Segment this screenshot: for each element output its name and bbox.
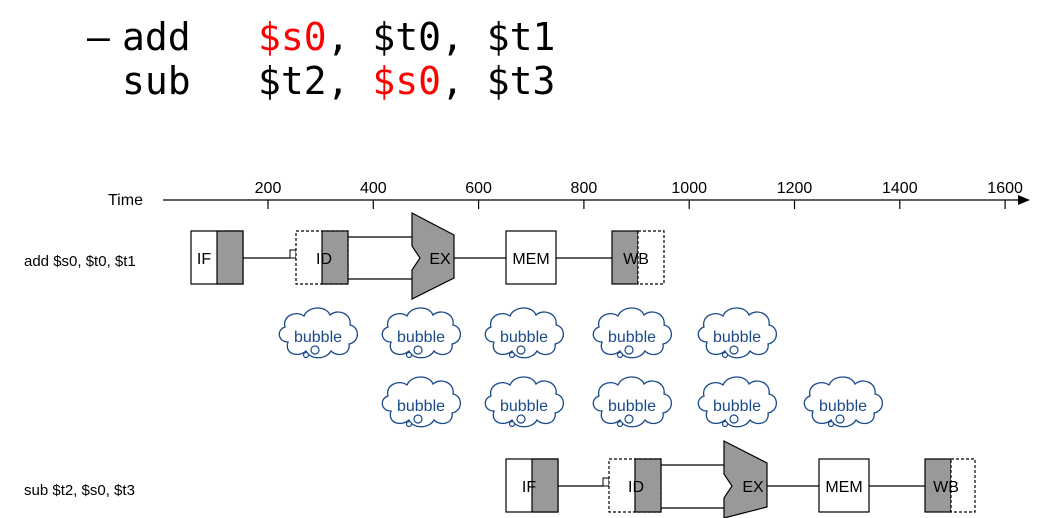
bubble-label: bubble — [819, 398, 867, 415]
bubble-label: bubble — [713, 329, 761, 346]
time-tick-label: 600 — [465, 180, 492, 197]
bubble-icon: bubble — [381, 376, 462, 428]
stage-id-sub: ID — [608, 458, 662, 513]
time-tick-label: 1000 — [671, 180, 707, 197]
stage-wb-sub: WB — [924, 458, 976, 513]
wire-id-ex-add — [348, 236, 412, 280]
wire-id-ex-sub — [661, 464, 724, 509]
code-line-1: – add $s0, $t0, $t1 — [87, 15, 555, 59]
code-op-sub: sub — [122, 59, 191, 103]
stage-label-if-add: IF — [197, 251, 211, 268]
bubble-label: bubble — [397, 398, 445, 415]
stage-label-id-sub: ID — [628, 479, 644, 496]
stage-label-id-add: ID — [316, 251, 332, 268]
time-tick-label: 1200 — [777, 180, 813, 197]
code-op-add: add — [122, 15, 191, 59]
time-tick-label: 400 — [360, 180, 387, 197]
time-tick-label: 1400 — [882, 180, 918, 197]
pipeline-add: IF ID EX MEM WB — [190, 212, 665, 300]
stage-if-add: IF — [190, 230, 244, 285]
stage-label-mem-sub: MEM — [825, 479, 862, 496]
time-axis: Time 200 400 600 800 1000 1200 1400 1600 — [108, 180, 1030, 209]
stage-if-sub: IF — [505, 458, 559, 513]
stage-label-wb-add: WB — [623, 251, 649, 268]
code-line-2-pre: $t2, — [258, 59, 372, 103]
code-block: – add $s0, $t0, $t1 sub $t2, $s0, $t3 — [87, 15, 555, 103]
bubble-icon: bubble — [697, 376, 778, 428]
bubble-icon: bubble — [592, 307, 673, 359]
bubble-label: bubble — [294, 329, 342, 346]
bubble-icon: bubble — [484, 376, 565, 428]
bubble-icon: bubble — [278, 307, 359, 359]
stage-label-mem-add: MEM — [512, 251, 549, 268]
pipeline-sub: IF ID EX MEM WB — [505, 440, 976, 518]
bubble-icon: bubble — [484, 307, 565, 359]
bubble-label: bubble — [608, 398, 656, 415]
code-line-2: sub $t2, $s0, $t3 — [122, 59, 555, 103]
code-bullet: – — [87, 15, 110, 59]
time-tick-label: 200 — [255, 180, 282, 197]
stage-mem-sub: MEM — [818, 458, 870, 513]
stage-ex-sub: EX — [723, 440, 768, 518]
bubble-group: bubble bubble bubble bubble bubble bubble bubb… — [278, 307, 884, 428]
latch-icon-add — [289, 249, 297, 259]
bubble-icon: bubble — [803, 376, 884, 428]
code-line-2-post: , $t3 — [441, 59, 555, 103]
code-highlight-s0-src: $s0 — [372, 59, 441, 103]
code-line-1-rest: , $t0, $t1 — [327, 15, 556, 59]
instruction-label-sub: sub $t2, $s0, $t3 — [24, 482, 135, 499]
bubble-icon: bubble — [381, 307, 462, 359]
bubble-label: bubble — [500, 398, 548, 415]
stage-label-ex-sub: EX — [742, 479, 764, 496]
stage-label-wb-sub: WB — [933, 479, 959, 496]
instruction-label-add: add $s0, $t0, $t1 — [24, 253, 136, 270]
bubble-label: bubble — [713, 398, 761, 415]
time-tick-label: 1600 — [987, 180, 1023, 197]
bubble-label: bubble — [397, 329, 445, 346]
stage-id-add: ID — [295, 230, 349, 285]
latch-icon-sub — [602, 477, 610, 487]
bubble-icon: bubble — [592, 376, 673, 428]
stage-mem-add: MEM — [505, 230, 557, 285]
stage-ex-add: EX — [411, 212, 455, 300]
bubble-icon: bubble — [697, 307, 778, 359]
time-axis-ticks: 200 400 600 800 1000 1200 1400 1600 — [255, 180, 1023, 209]
time-axis-arrow-icon — [1018, 195, 1030, 205]
bubble-label: bubble — [608, 329, 656, 346]
stage-label-if-sub: IF — [522, 479, 536, 496]
time-tick-label: 800 — [571, 180, 598, 197]
time-axis-label: Time — [108, 192, 143, 209]
stage-label-ex-add: EX — [429, 251, 451, 268]
code-highlight-s0-dest: $s0 — [258, 15, 327, 59]
stage-wb-add: WB — [611, 230, 665, 285]
bubble-label: bubble — [500, 329, 548, 346]
